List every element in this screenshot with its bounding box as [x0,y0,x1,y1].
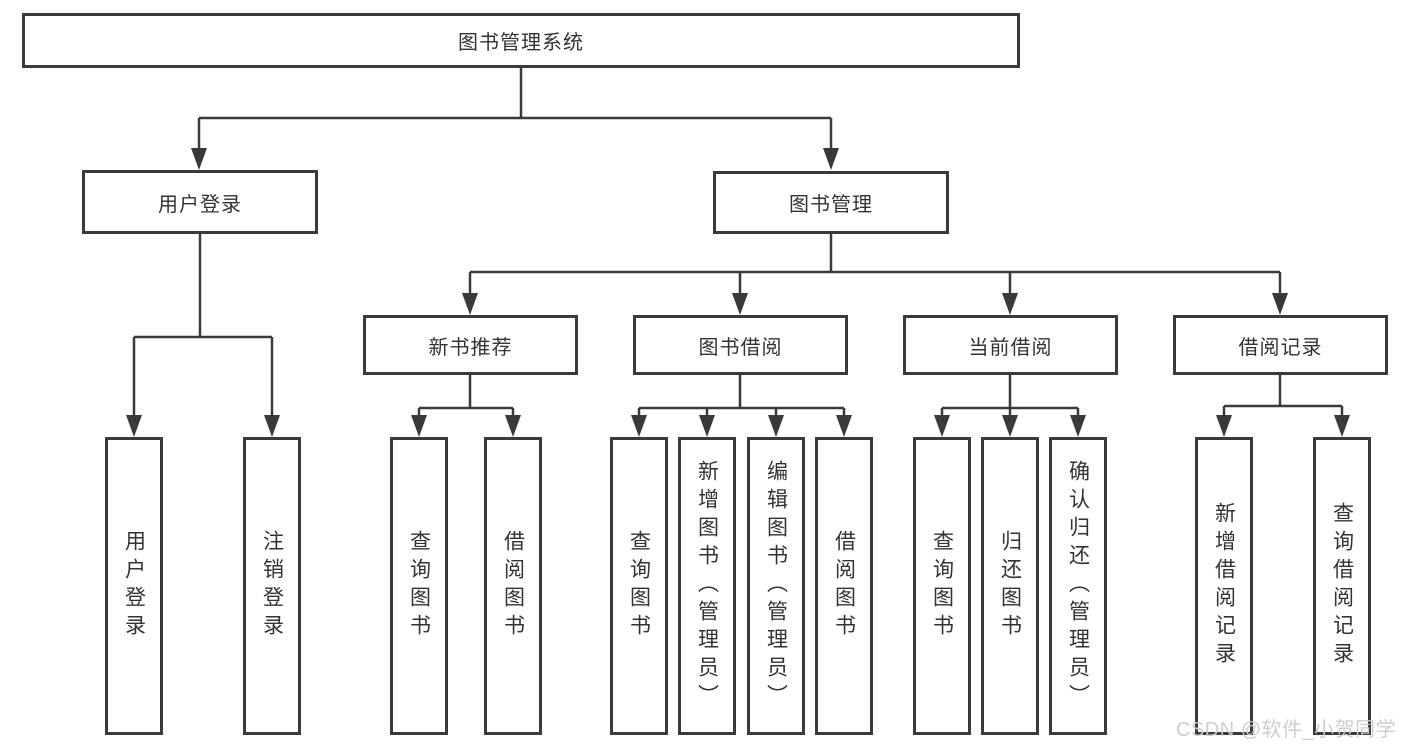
leaf-newbook-query-books-label: 查询图书 [407,530,431,642]
leaf-borrow-borrow-books-label: 借阅图书 [832,530,856,642]
node-book-management-label: 图书管理 [789,194,873,216]
node-library-system-label: 图书管理系统 [458,32,584,54]
arrow-icon [1216,415,1232,437]
connector-bookborrow-to-leaves [637,375,846,417]
leaf-current-return-books: 归还图书 [981,437,1039,735]
node-book-management: 图书管理 [713,171,949,234]
node-book-borrowing: 图书借阅 [633,315,848,375]
leaf-records-query-record: 查询借阅记录 [1313,437,1371,735]
leaf-newbook-borrow-books: 借阅图书 [484,437,542,735]
node-borrowing-records: 借阅记录 [1173,315,1388,375]
leaf-current-query-books: 查询图书 [913,437,971,735]
leaf-borrow-query-books: 查询图书 [610,437,668,735]
arrow-icon [768,415,784,437]
leaf-records-add-record: 新增借阅记录 [1195,437,1253,735]
leaf-borrow-borrow-books: 借阅图书 [815,437,873,735]
node-new-book-recommendation: 新书推荐 [363,315,578,375]
node-current-borrowing: 当前借阅 [903,315,1118,375]
node-book-borrowing-label: 图书借阅 [698,336,783,359]
connector-records-to-leaves [1222,375,1344,417]
leaf-current-query-books-label: 查询图书 [930,530,954,642]
connector-root-to-level2 [197,68,833,150]
leaf-newbook-query-books: 查询图书 [390,437,448,735]
arrow-icon [264,415,280,437]
leaf-records-add-record-label: 新增借阅记录 [1212,502,1236,670]
connector-bookmgmt-to-level3 [468,234,1282,295]
arrow-icon [1002,415,1018,437]
leaf-current-confirm-return-admin-label: 确认归还（管理员） [1066,460,1090,712]
leaf-current-confirm-return-admin: 确认归还（管理员） [1049,437,1107,735]
arrow-icon [191,148,207,170]
arrow-icon [823,148,839,170]
leaf-current-return-books-label: 归还图书 [998,530,1022,642]
leaf-records-query-record-label: 查询借阅记录 [1330,502,1354,670]
leaf-borrow-query-books-label: 查询图书 [627,530,651,642]
connector-currentborrow-to-leaves [940,375,1080,417]
leaf-borrow-edit-books-admin: 编辑图书（管理员） [747,437,805,735]
leaf-borrow-add-books-admin-label: 新增图书（管理员） [695,460,719,712]
arrow-icon [126,415,142,437]
arrow-icon [505,415,521,437]
leaf-user-login-label: 用户登录 [122,530,146,642]
node-new-book-recommendation-label: 新书推荐 [428,336,513,359]
arrow-icon [1070,415,1086,437]
arrow-icon [1334,415,1350,437]
node-user-login-label: 用户登录 [158,193,242,216]
leaf-logout: 注销登录 [243,437,301,735]
node-library-system: 图书管理系统 [22,13,1020,68]
connector-userlogin-to-leaves [132,233,274,417]
arrow-icon [732,293,748,315]
node-user-login: 用户登录 [82,170,318,234]
arrow-icon [1272,293,1288,315]
arrow-icon [631,415,647,437]
leaf-borrow-add-books-admin: 新增图书（管理员） [678,437,736,735]
leaf-logout-label: 注销登录 [260,530,284,642]
arrow-icon [411,415,427,437]
leaf-newbook-borrow-books-label: 借阅图书 [501,530,525,642]
csdn-watermark: CSDN @软件_小贺同学 [1176,719,1397,741]
node-current-borrowing-label: 当前借阅 [968,336,1053,359]
arrow-icon [462,293,478,315]
leaf-user-login: 用户登录 [105,437,163,735]
arrow-icon [836,415,852,437]
leaf-borrow-edit-books-admin-label: 编辑图书（管理员） [764,460,788,712]
arrow-icon [1002,293,1018,315]
arrow-icon [699,415,715,437]
connector-newbook-to-leaves [417,375,515,417]
node-borrowing-records-label: 借阅记录 [1238,336,1323,359]
arrow-icon [934,415,950,437]
